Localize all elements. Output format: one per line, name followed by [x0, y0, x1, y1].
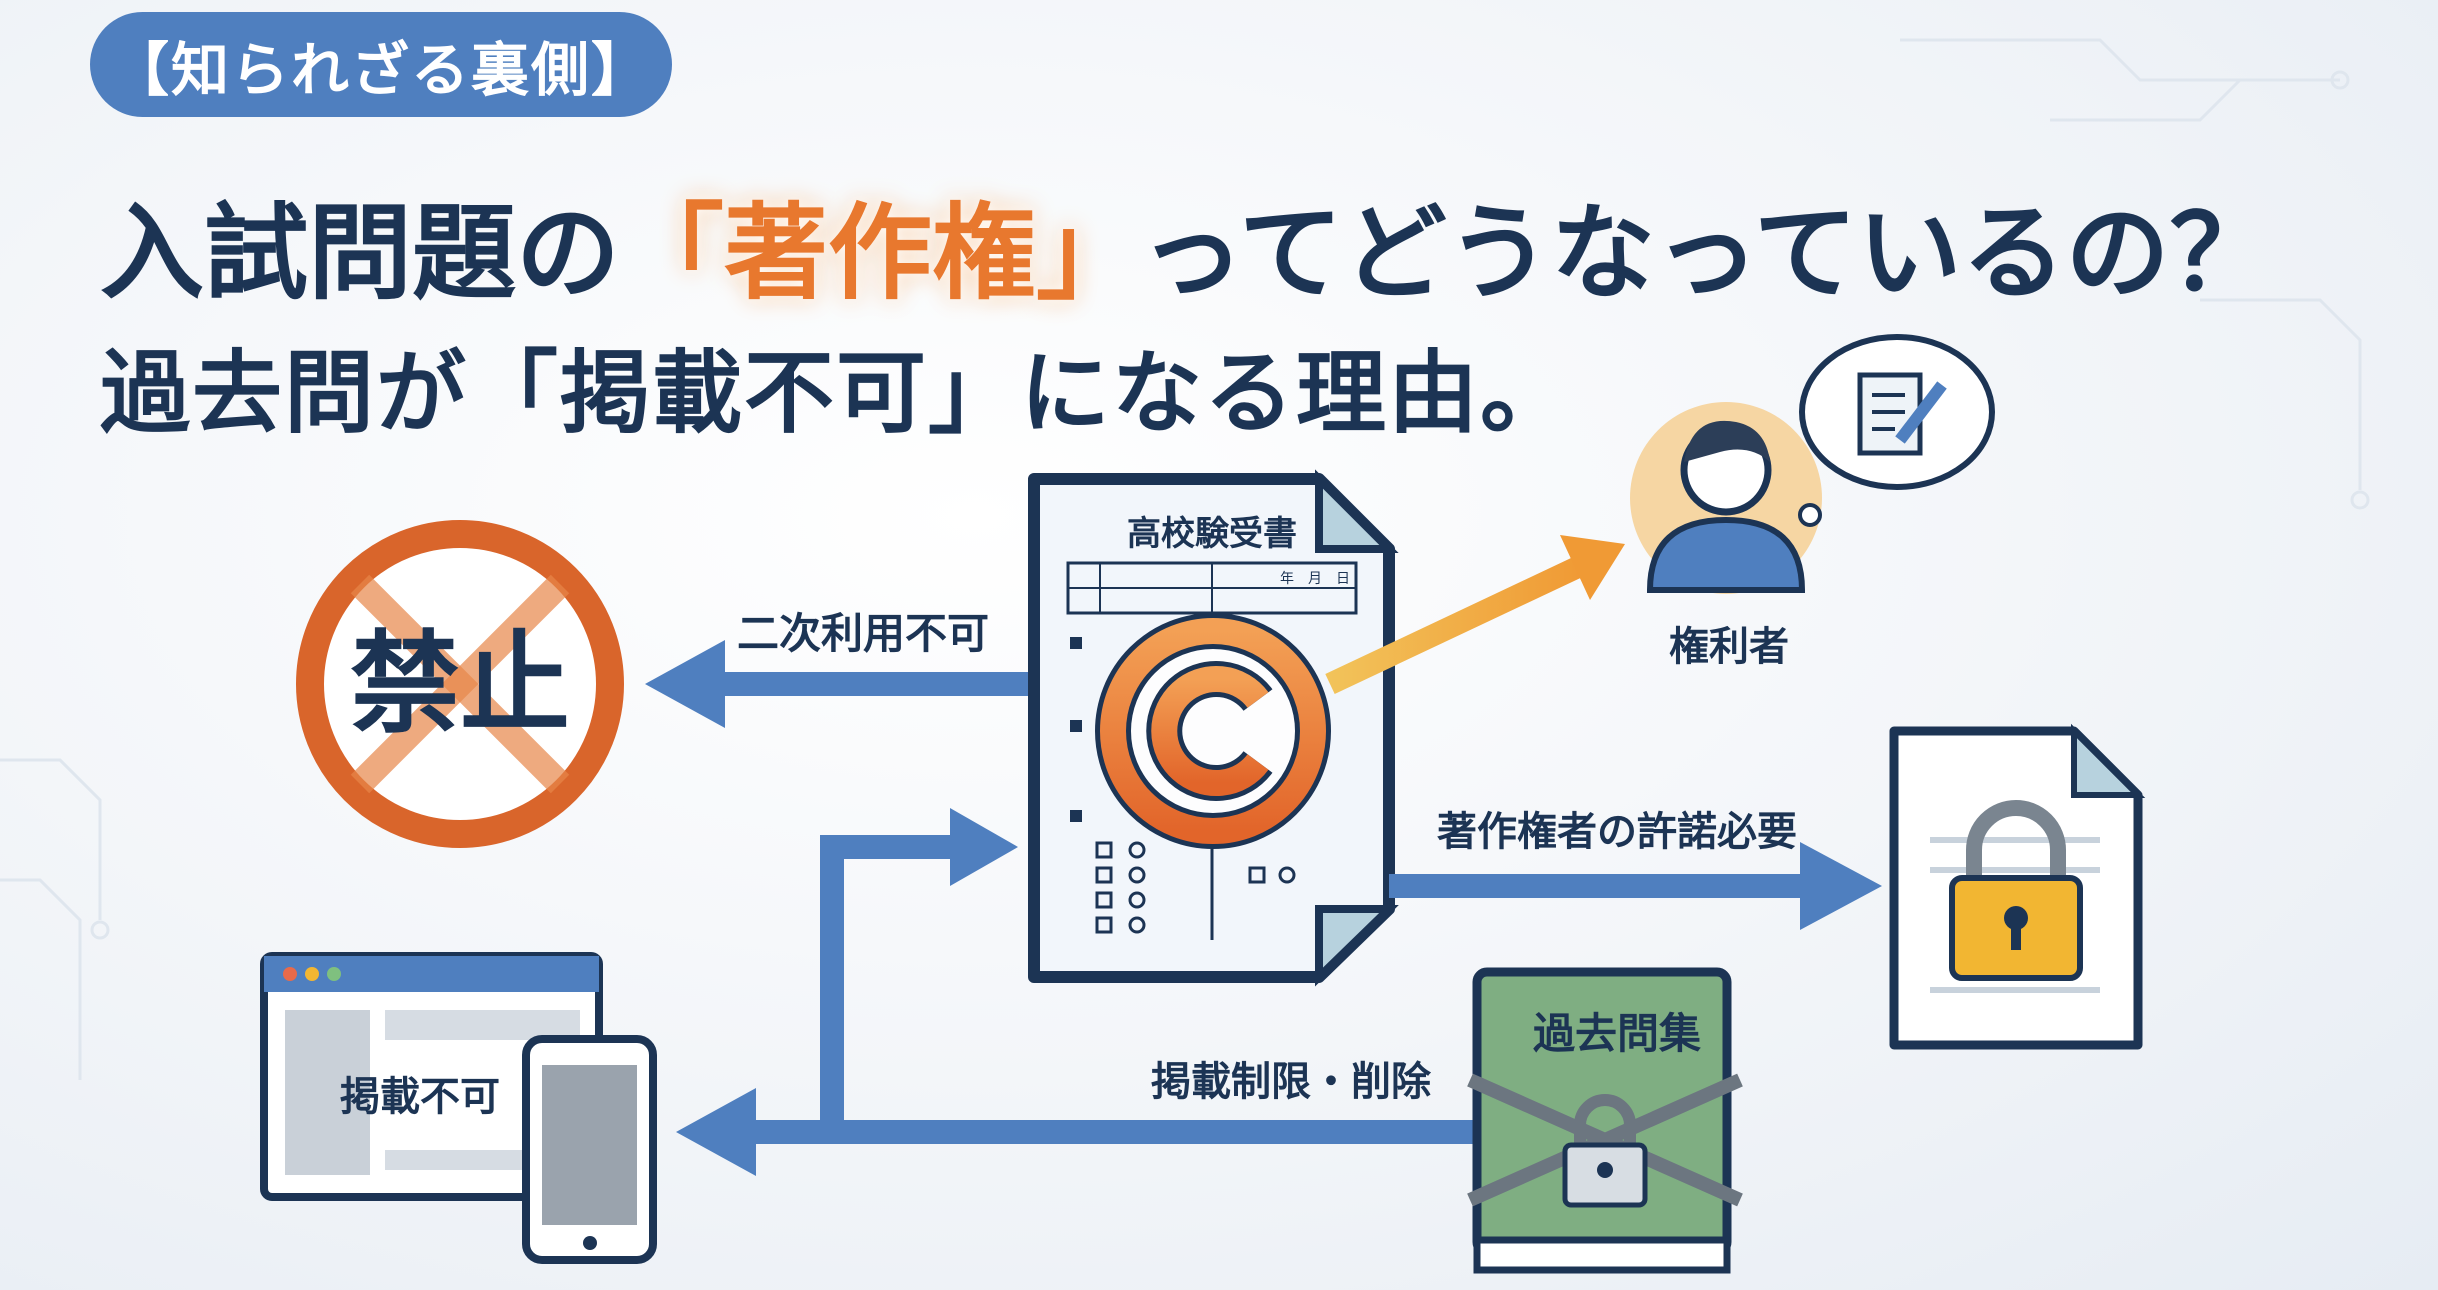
smartphone-icon	[522, 1035, 657, 1264]
past-exam-book-icon: 過去問集	[1467, 967, 1743, 1274]
title-suffix: ってどうなっているの？	[1140, 192, 2274, 314]
thought-bubble-icon	[1798, 334, 1995, 527]
title-prefix: 入試問題の	[100, 192, 621, 314]
rights-holder-label: 権利者	[1669, 624, 1789, 670]
date-year: 年	[1280, 571, 1294, 587]
web-label: 掲載不可	[340, 1074, 500, 1120]
circuit-decoration	[0, 38, 2370, 1080]
restriction-label: 掲載制限・削除	[1151, 1059, 1432, 1105]
page-title: 入試問題の「著作権」ってどうなっているの？	[100, 168, 2400, 319]
date-day: 日	[1336, 571, 1350, 587]
rights-holder-avatar: 権利者	[1630, 402, 1822, 670]
arrow-to-rights-holder	[1325, 535, 1625, 694]
category-badge: 【知られざる裏側】	[90, 12, 672, 117]
locked-document-icon	[1889, 723, 2146, 1050]
prohibited-sign: 禁止	[296, 520, 624, 848]
book-label: 過去問集	[1533, 1009, 1701, 1058]
copyright-icon	[1095, 613, 1331, 849]
prohibited-label: 禁止	[350, 620, 570, 748]
arrow-permission: 著作権者の許諾必要	[1389, 809, 1882, 930]
arrow-secondary-use: 二次利用不可	[645, 609, 1034, 728]
secondary-use-label: 二次利用不可	[737, 609, 989, 658]
page-subtitle: 過去問が「掲載不可」になる理由。	[100, 341, 1572, 446]
date-month: 月	[1308, 571, 1322, 587]
arrow-restriction: 掲載制限・削除	[676, 808, 1477, 1176]
permission-label: 著作権者の許諾必要	[1437, 809, 1797, 855]
document-heading: 高校験受書	[1127, 514, 1297, 554]
title-highlight: 「著作権」	[620, 192, 1141, 314]
